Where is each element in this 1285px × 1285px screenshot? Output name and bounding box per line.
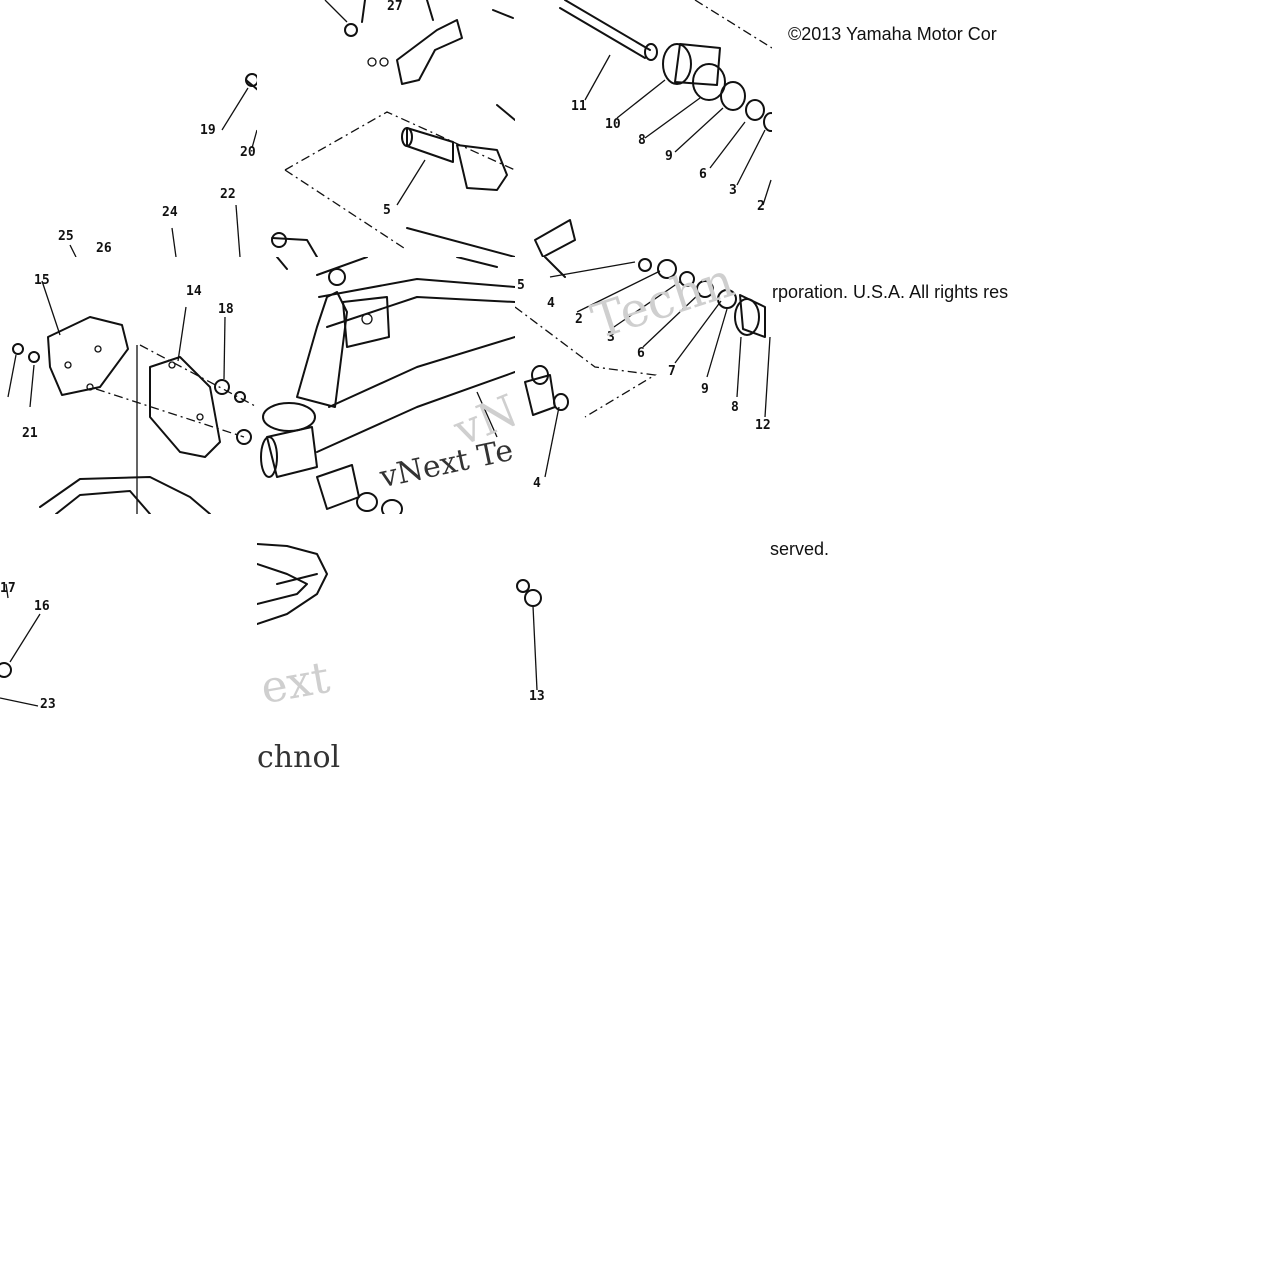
callout-6-upper: 6 bbox=[699, 167, 707, 182]
parts-lines-bottom-center bbox=[257, 543, 328, 625]
copyright-text-part-2: rporation. U.S.A. All rights res bbox=[772, 282, 1009, 302]
callout-24: 24 bbox=[162, 205, 178, 220]
diagram-tile-bottom-right: 13 bbox=[515, 514, 772, 771]
callout-3-lower: 3 bbox=[607, 330, 615, 345]
diagram-tile-middle-right: 5 4 2 3 6 7 9 8 12 4 Techn bbox=[515, 257, 772, 514]
callout-3-upper: 3 bbox=[729, 183, 737, 198]
diagram-tile-top-left: 19 20 24 22 25 26 bbox=[0, 0, 257, 257]
callout-26: 26 bbox=[96, 241, 112, 256]
callout-13: 13 bbox=[529, 689, 545, 704]
callout-25: 25 bbox=[58, 229, 74, 244]
parts-lines-bottom-left bbox=[0, 583, 41, 707]
parts-lines-middle-left bbox=[7, 280, 257, 514]
diagram-tile-center: vNext Te vN bbox=[257, 257, 515, 514]
callout-14: 14 bbox=[186, 284, 202, 299]
callout-16: 16 bbox=[34, 599, 50, 614]
callout-9-upper: 9 bbox=[665, 149, 673, 164]
callout-4-lower: 4 bbox=[533, 476, 541, 491]
diagram-tile-middle-left: 15 14 18 21 bbox=[0, 257, 257, 514]
callout-22: 22 bbox=[220, 187, 236, 202]
callout-6-lower: 6 bbox=[637, 346, 645, 361]
callout-19: 19 bbox=[200, 123, 216, 138]
parts-lines-center bbox=[260, 257, 515, 514]
parts-lines-middle-right bbox=[515, 257, 771, 478]
callout-9-lower: 9 bbox=[701, 382, 709, 397]
callout-4-upper: 4 bbox=[547, 296, 555, 311]
copyright-text-part-1: ©2013 Yamaha Motor Cor bbox=[788, 24, 997, 44]
diagram-tile-bottom-left: 17 16 23 bbox=[0, 514, 257, 771]
callout-20: 20 bbox=[240, 145, 256, 160]
callout-27: 27 bbox=[387, 0, 403, 14]
parts-lines-top-right bbox=[534, 0, 772, 257]
parts-lines-bottom-right bbox=[516, 579, 542, 691]
diagram-tile-bottom-center: ext chnol bbox=[257, 514, 515, 771]
callout-8-lower: 8 bbox=[731, 400, 739, 415]
callout-8-upper: 8 bbox=[638, 133, 646, 148]
callout-21: 21 bbox=[22, 426, 38, 441]
callout-18: 18 bbox=[218, 302, 234, 317]
callout-2-lower: 2 bbox=[575, 312, 583, 327]
callout-5-lower: 5 bbox=[517, 278, 525, 293]
callout-5-upper: 5 bbox=[383, 203, 391, 218]
callout-12: 12 bbox=[755, 418, 771, 433]
callout-2-upper: 2 bbox=[757, 199, 765, 214]
callout-11: 11 bbox=[571, 99, 587, 114]
callout-7: 7 bbox=[668, 364, 676, 379]
diagram-tile-top-center: 27 5 bbox=[257, 0, 515, 257]
callout-10: 10 bbox=[605, 117, 621, 132]
callout-23: 23 bbox=[40, 697, 56, 712]
callout-15: 15 bbox=[34, 273, 50, 288]
parts-lines-top-center bbox=[271, 0, 515, 257]
copyright-text-part-3: served. bbox=[770, 539, 830, 559]
callout-17: 17 bbox=[0, 581, 16, 596]
diagram-tile-top-right: 11 10 8 9 6 3 2 bbox=[515, 0, 772, 257]
parts-lines-top-left bbox=[69, 73, 257, 257]
